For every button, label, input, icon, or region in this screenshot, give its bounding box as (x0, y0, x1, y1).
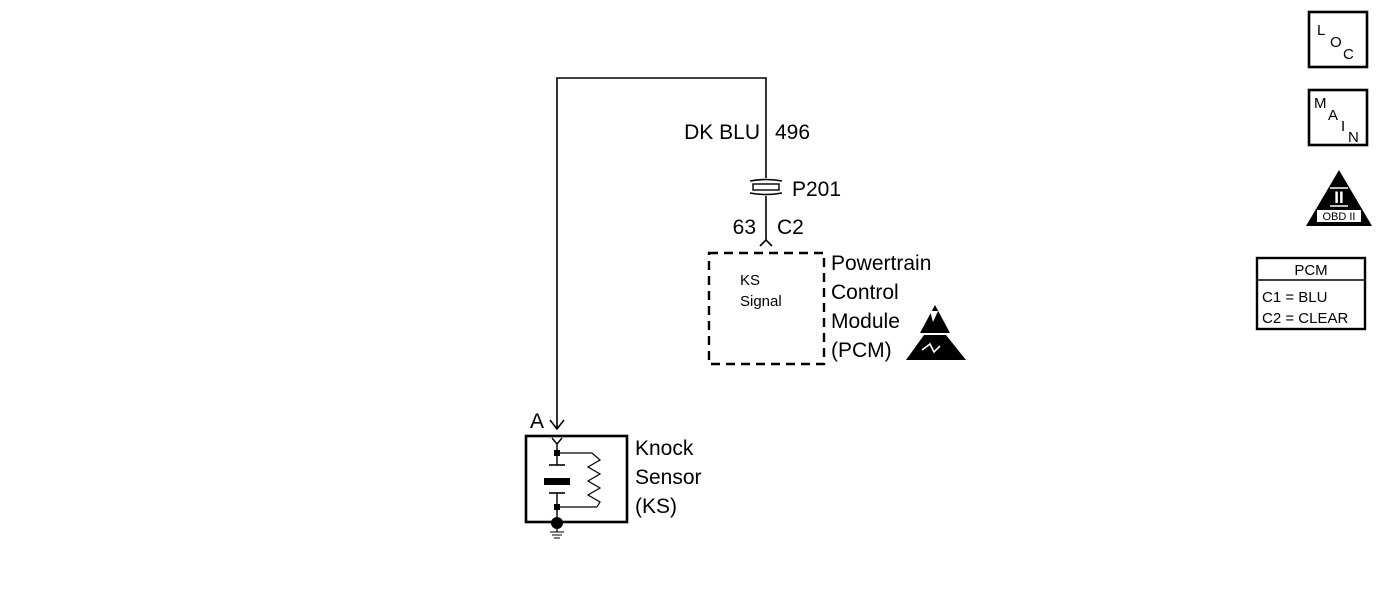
svg-text:A: A (1328, 107, 1338, 124)
knock-sensor-name-line-1: Knock (635, 437, 694, 460)
ground-symbol (550, 517, 564, 539)
obd-ii-icon[interactable]: II OBD II (1306, 170, 1372, 226)
legend-row-c1: C1 = BLU (1262, 289, 1327, 306)
main-icon[interactable]: M A I N (1307, 88, 1369, 147)
pcm-terminal-symbol (759, 238, 773, 247)
pcm-connector-legend: PCM C1 = BLU C2 = CLEAR (1255, 256, 1367, 331)
pcm-signal-line-1: KS (740, 272, 760, 289)
pcm-pin-number: 63 (733, 216, 756, 239)
wire-circuit-label: 496 (775, 121, 810, 144)
knock-sensor-box (524, 434, 629, 524)
p201-connector-symbol (749, 178, 783, 196)
pcm-name-line-3: Module (831, 310, 900, 333)
wire-dk-blu-496 (556, 77, 767, 428)
wire-color-label: DK BLU (684, 121, 760, 144)
svg-text:N: N (1348, 129, 1359, 146)
svg-text:I: I (1341, 118, 1345, 135)
pcm-name-line-1: Powertrain (831, 252, 931, 275)
svg-text:OBD II: OBD II (1322, 211, 1355, 223)
knock-sensor-name-line-3: (KS) (635, 495, 677, 518)
knock-sensor-internal-circuit (544, 437, 602, 519)
pcm-name-line-4: (PCM) (831, 339, 892, 362)
pcm-connector-label: C2 (777, 216, 804, 239)
esd-warning-icon (906, 305, 966, 360)
svg-text:C: C (1343, 46, 1354, 63)
svg-text:L: L (1317, 22, 1325, 39)
pcm-signal-line-2: Signal (740, 293, 782, 310)
pcm-name-line-2: Control (831, 281, 899, 304)
knock-sensor-name-line-2: Sensor (635, 466, 702, 489)
legend-row-c2: C2 = CLEAR (1262, 310, 1348, 327)
svg-text:II: II (1334, 188, 1343, 207)
legend-title: PCM (1294, 262, 1327, 279)
terminal-a-arrow (549, 419, 565, 431)
pcm-box (707, 251, 826, 366)
terminal-a-label: A (530, 410, 544, 433)
svg-text:M: M (1314, 95, 1327, 112)
svg-text:O: O (1330, 34, 1342, 51)
p201-label: P201 (792, 178, 841, 201)
loc-icon[interactable]: L O C (1307, 10, 1369, 69)
